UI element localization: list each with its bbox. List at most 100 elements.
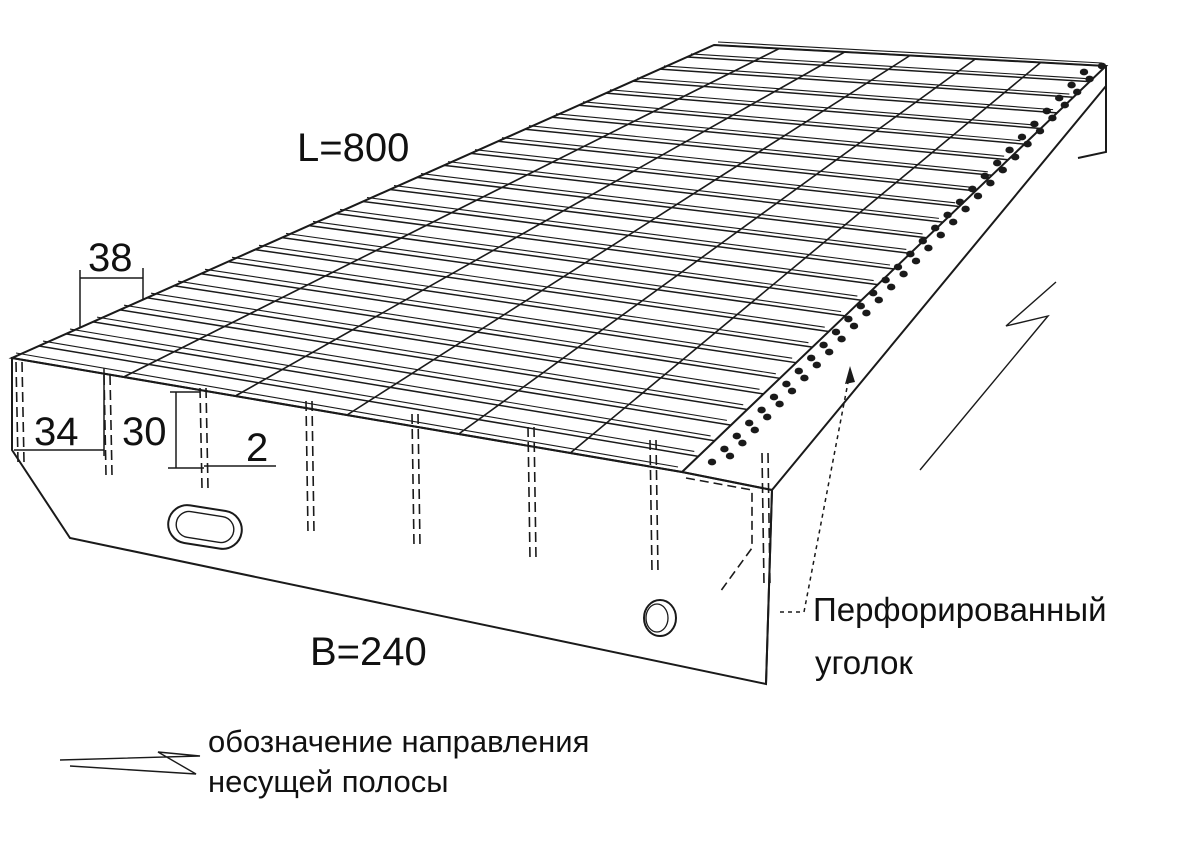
perforation-hole bbox=[986, 179, 995, 187]
perforation-hole bbox=[998, 166, 1007, 174]
cross-bar-top-edge bbox=[204, 268, 793, 359]
cross-bar-top-edge bbox=[312, 220, 858, 297]
perforation-hole bbox=[745, 419, 754, 427]
bearing-bar bbox=[234, 51, 846, 397]
bearing-bar bbox=[458, 58, 976, 435]
cross-bar-top-edge bbox=[123, 304, 744, 406]
perforation-hole bbox=[844, 315, 853, 323]
perforation-hole bbox=[955, 198, 965, 206]
cross-bar-top-edge bbox=[420, 173, 923, 235]
perforation-hole bbox=[869, 289, 878, 297]
perforation-hole bbox=[1023, 140, 1032, 148]
cross-bar-top-edge bbox=[15, 352, 679, 468]
perforation-hole bbox=[874, 296, 883, 304]
perforation-hole bbox=[1073, 88, 1082, 96]
callout-arrow bbox=[845, 366, 855, 384]
perforation-hole bbox=[775, 400, 784, 408]
hidden-bar-edge bbox=[15, 361, 19, 463]
perforation-hole bbox=[831, 328, 841, 336]
hidden-bar-edge bbox=[305, 400, 309, 534]
hidden-bar-edge bbox=[199, 387, 203, 489]
hidden-angle-edge bbox=[685, 477, 753, 593]
perforation-hole bbox=[899, 270, 908, 278]
front-plate-top-edge bbox=[681, 471, 773, 491]
perforated-angle-label: Перфорированный bbox=[813, 591, 1107, 628]
edge-offset-label: 34 bbox=[34, 410, 79, 454]
cross-bar-top-edge bbox=[69, 328, 711, 437]
perforation-hole bbox=[881, 276, 890, 284]
perforation-hole bbox=[725, 452, 735, 460]
cross-bar-top-edge bbox=[663, 65, 1070, 95]
cross-bar-top-edge bbox=[609, 89, 1037, 126]
hidden-bar-edge bbox=[411, 413, 415, 547]
cross-bar-top-edge bbox=[528, 125, 988, 173]
slot-hole bbox=[167, 504, 243, 550]
perforation-hole bbox=[893, 263, 903, 271]
cross-bar-top-edge bbox=[366, 196, 891, 266]
perforation-hole bbox=[1005, 146, 1014, 154]
cross-bar-top-edge bbox=[285, 232, 842, 313]
dimension-lines bbox=[14, 268, 1057, 775]
perforated-angle-holes bbox=[707, 62, 1107, 466]
perforation-hole bbox=[973, 192, 983, 200]
perforation-hole bbox=[825, 348, 834, 356]
hidden-bar-edge bbox=[767, 452, 771, 586]
callout-leader bbox=[780, 371, 851, 613]
cross-bar-top-edge bbox=[258, 244, 825, 328]
hidden-bar-edge bbox=[527, 426, 531, 560]
perforation-hole bbox=[819, 341, 828, 349]
perforation-hole bbox=[911, 257, 921, 265]
hidden-bar-edge bbox=[649, 439, 653, 573]
cross-bar-top-edge bbox=[339, 208, 874, 282]
perforation-hole bbox=[968, 185, 977, 193]
cross-bar-top-edge bbox=[177, 280, 776, 375]
cross-bar-top-edge bbox=[474, 149, 956, 204]
width-label: B=240 bbox=[310, 630, 427, 674]
perforation-hole bbox=[906, 250, 915, 258]
cross-bar-top-edge bbox=[555, 113, 1005, 157]
hidden-bar-edge bbox=[655, 439, 659, 573]
cell-pitch-label: 38 bbox=[88, 236, 133, 280]
bar-thickness-label: 2 bbox=[246, 426, 269, 470]
hidden-bar-edge bbox=[109, 374, 113, 476]
perforation-hole bbox=[1017, 133, 1027, 141]
hidden-bar-edge bbox=[761, 452, 765, 586]
front-plate-end bbox=[765, 489, 773, 685]
perforation-hole bbox=[837, 335, 846, 343]
perforation-hole bbox=[800, 374, 809, 382]
bearing-direction-symbol bbox=[919, 281, 1057, 471]
perforation-hole bbox=[862, 309, 871, 317]
perforation-hole bbox=[750, 426, 759, 434]
perforation-hole bbox=[812, 361, 821, 369]
perforation-hole bbox=[720, 445, 729, 453]
perforation-hole bbox=[936, 231, 945, 239]
bearing-bar bbox=[569, 61, 1042, 454]
perforation-hole bbox=[924, 244, 933, 252]
round-hole bbox=[643, 599, 677, 637]
perforation-hole bbox=[769, 393, 779, 401]
perforation-hole bbox=[849, 322, 859, 330]
perforation-hole bbox=[807, 354, 816, 362]
perforated-angle-label-line2: уголок bbox=[815, 644, 913, 681]
perforation-hole bbox=[1030, 120, 1039, 128]
perforation-hole bbox=[1067, 81, 1076, 89]
legend-text-line1: обозначение направления bbox=[208, 724, 590, 759]
perforation-hole bbox=[993, 159, 1002, 167]
perforated-angle-edge bbox=[771, 83, 1107, 491]
round-hole-inner bbox=[645, 603, 669, 633]
cross-bar-top-edge bbox=[690, 53, 1086, 80]
perforation-hole bbox=[1079, 68, 1089, 76]
hidden-bar-edge bbox=[417, 413, 421, 547]
slot-hole-inner bbox=[175, 510, 235, 544]
perforation-hole bbox=[980, 172, 989, 180]
perforation-hole bbox=[763, 413, 772, 421]
perforation-hole bbox=[732, 432, 741, 440]
perforation-hole bbox=[961, 205, 970, 213]
hidden-bar-edge bbox=[533, 426, 537, 560]
grating-bars bbox=[11, 41, 1107, 473]
bearing-bar bbox=[123, 47, 780, 378]
cross-bar-top-edge bbox=[717, 41, 1103, 64]
perforation-hole bbox=[918, 237, 927, 245]
